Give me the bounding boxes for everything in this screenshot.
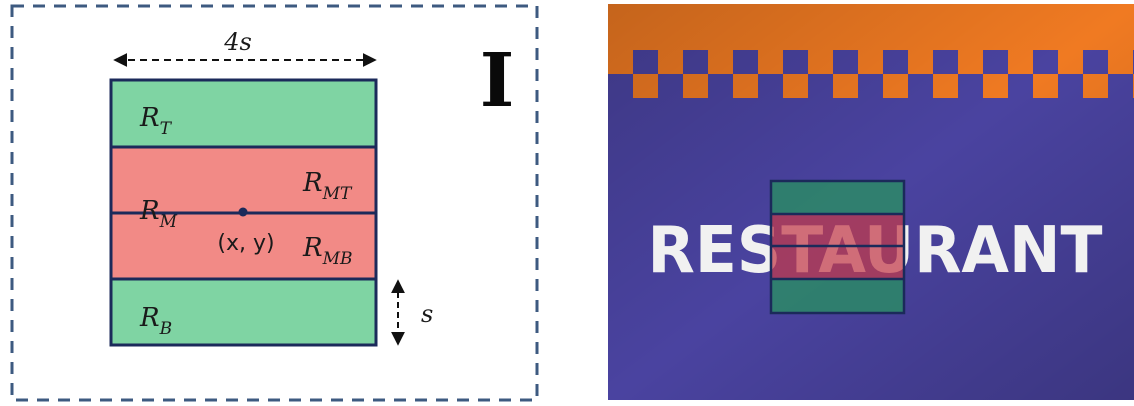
label-r-bottom: RB: [139, 303, 172, 339]
label-r-middle: RM: [139, 196, 178, 232]
schematic-panel: 4s (x, y) RT RM RMT RMB RB s I: [10, 4, 539, 402]
restaurant-photo: RESTAURANT: [608, 4, 1134, 400]
region-top: [111, 80, 376, 147]
label-r-middle-top: RMT: [302, 168, 353, 204]
region-bottom: [111, 279, 376, 345]
center-point: [238, 207, 248, 217]
center-point-label: (x, y): [217, 231, 274, 256]
width-label: 4s: [223, 28, 252, 56]
overlay-top-region: [771, 181, 904, 214]
overlay-bottom-region: [771, 279, 904, 313]
height-label: s: [421, 300, 433, 328]
dashed-frame: [10, 4, 539, 402]
label-r-middle-bottom: RMB: [302, 233, 352, 269]
label-r-top: RT: [139, 103, 173, 139]
letter-i-glyph: I: [480, 38, 515, 124]
